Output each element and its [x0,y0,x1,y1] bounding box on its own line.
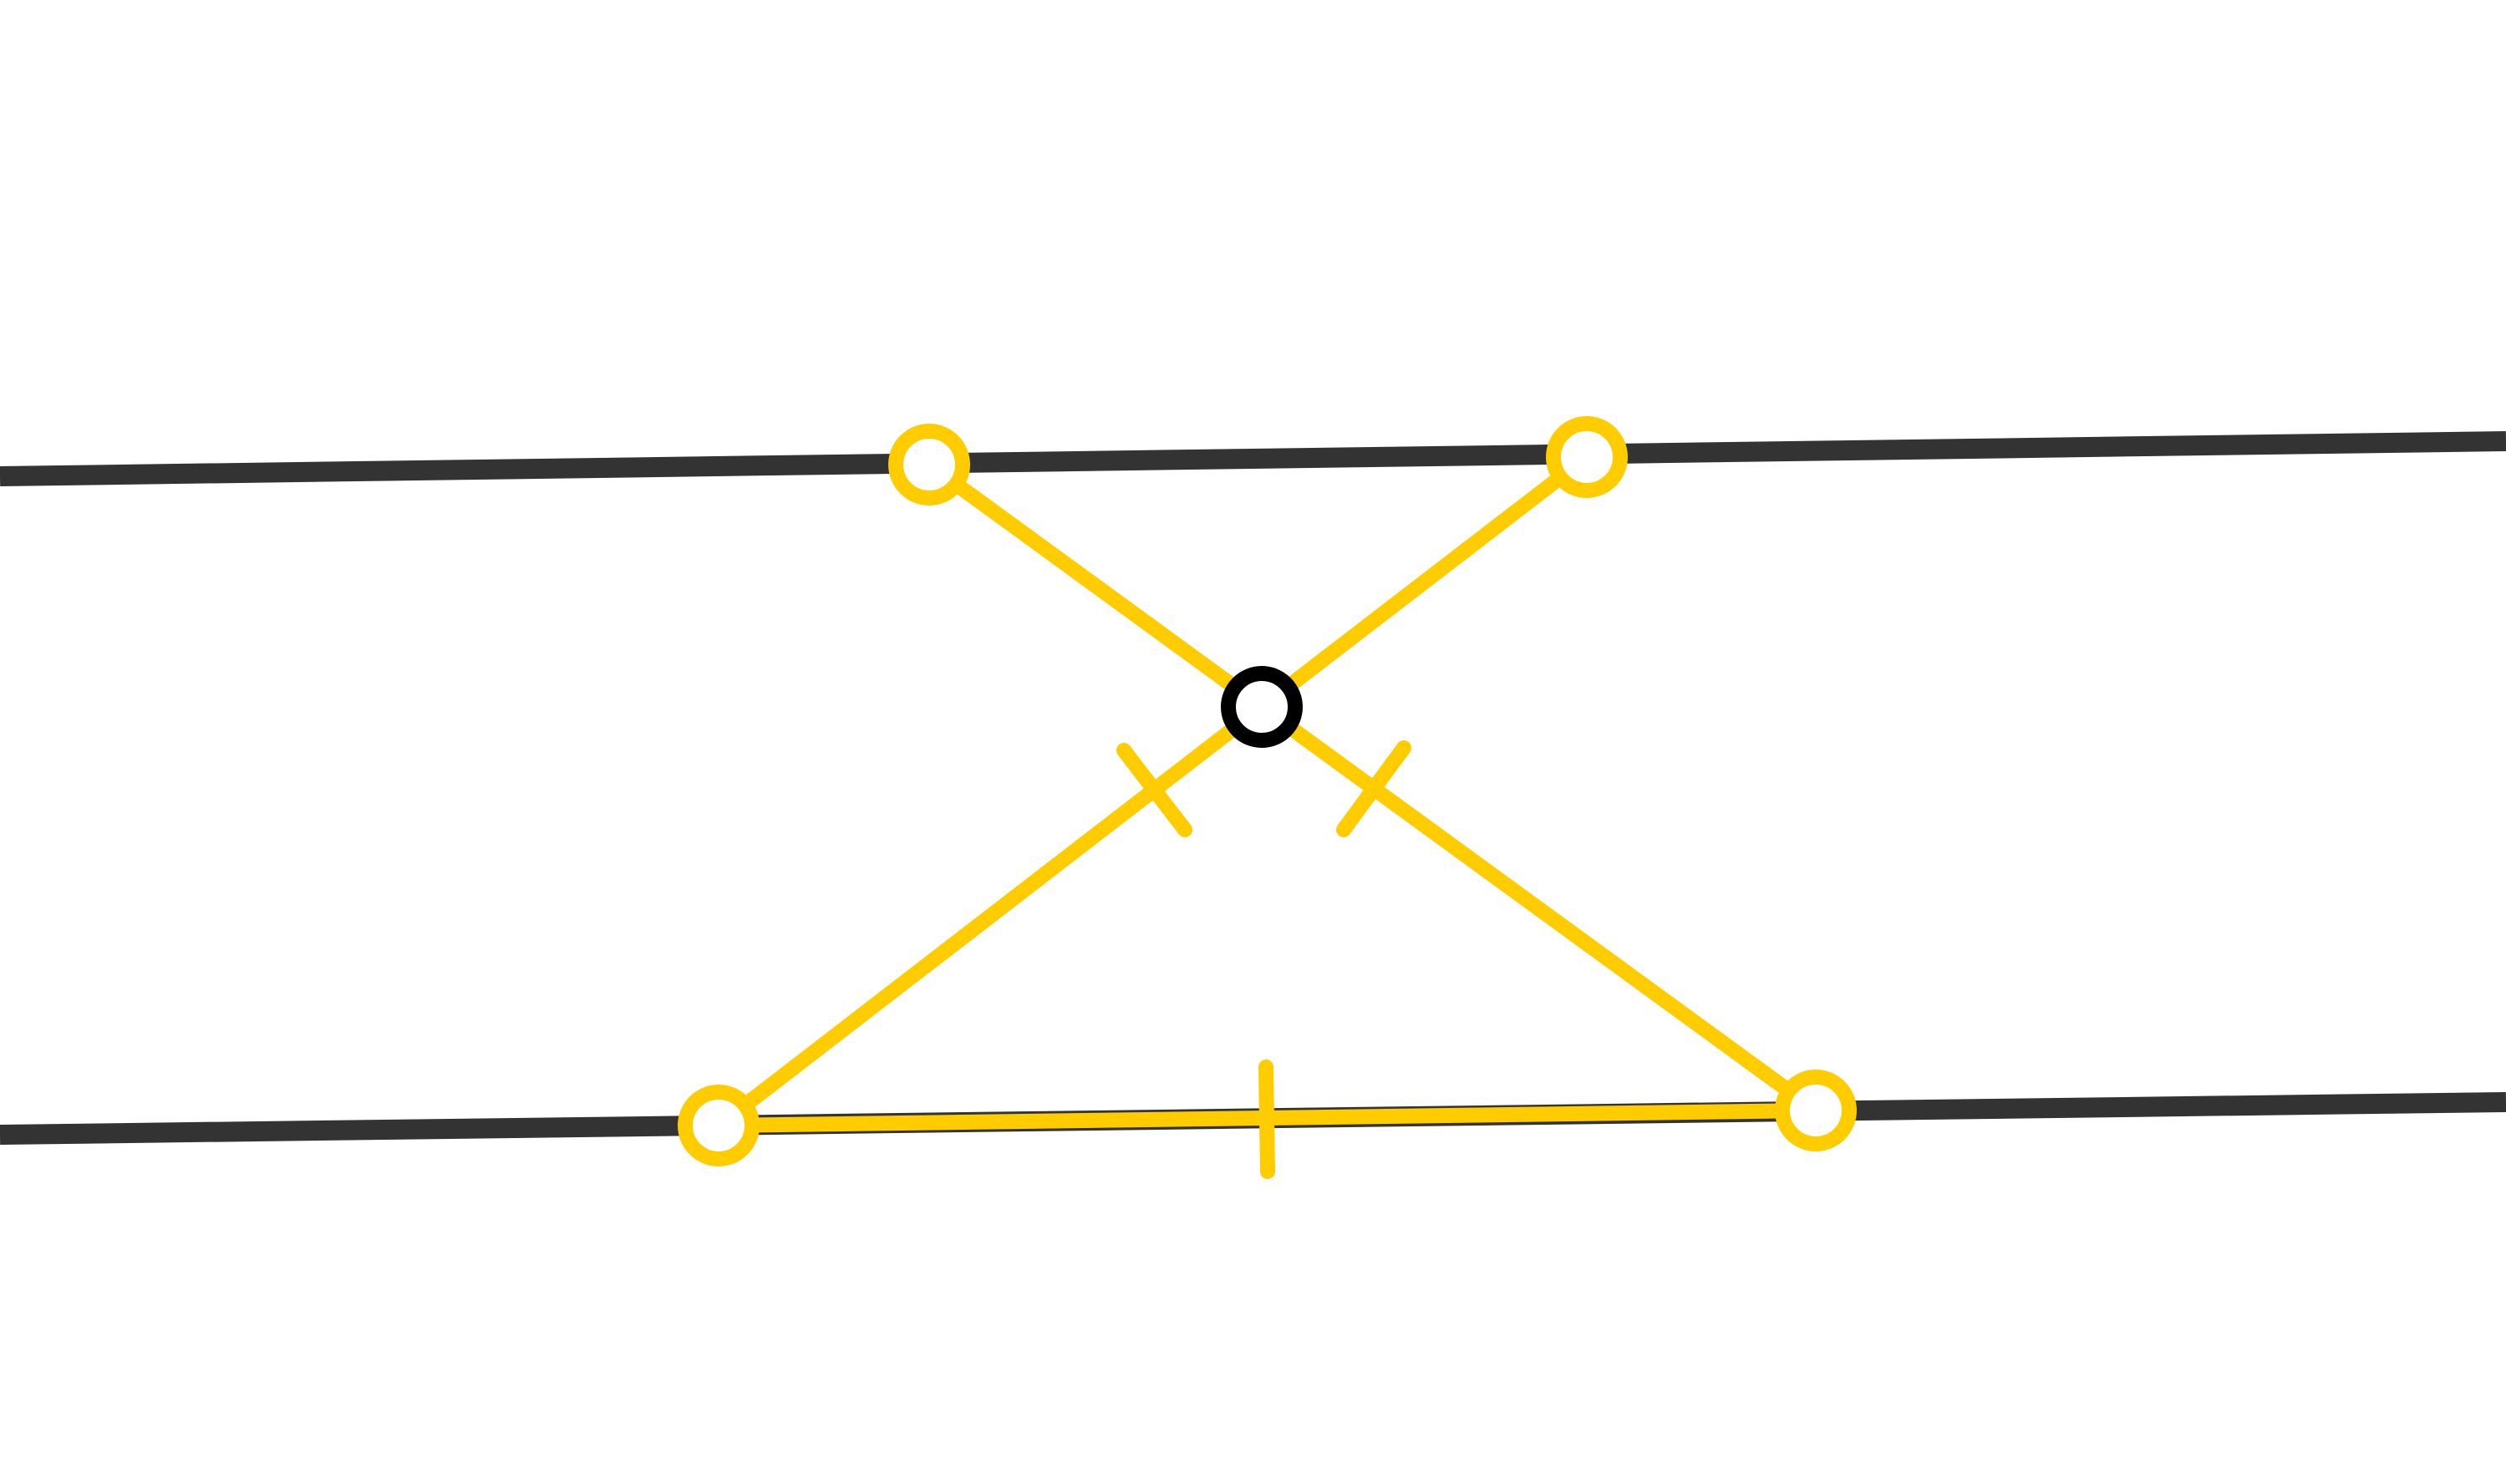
point-upper-left[interactable] [888,424,970,506]
point-lower-left[interactable] [678,1085,760,1166]
segment-center-lr [1254,699,1823,1118]
tick-ll-lr [1258,1060,1275,1179]
segment-ul-center [922,457,1269,714]
point-center[interactable] [1221,666,1303,748]
tick-center-ll [1116,743,1192,837]
point-lower-right[interactable] [1775,1070,1857,1151]
upper-line [0,431,2506,486]
tick-center-lr [1336,740,1411,837]
segment-center-ll [711,699,1269,1133]
segment-center-ur [1254,450,1594,714]
point-upper-right[interactable] [1546,416,1628,498]
